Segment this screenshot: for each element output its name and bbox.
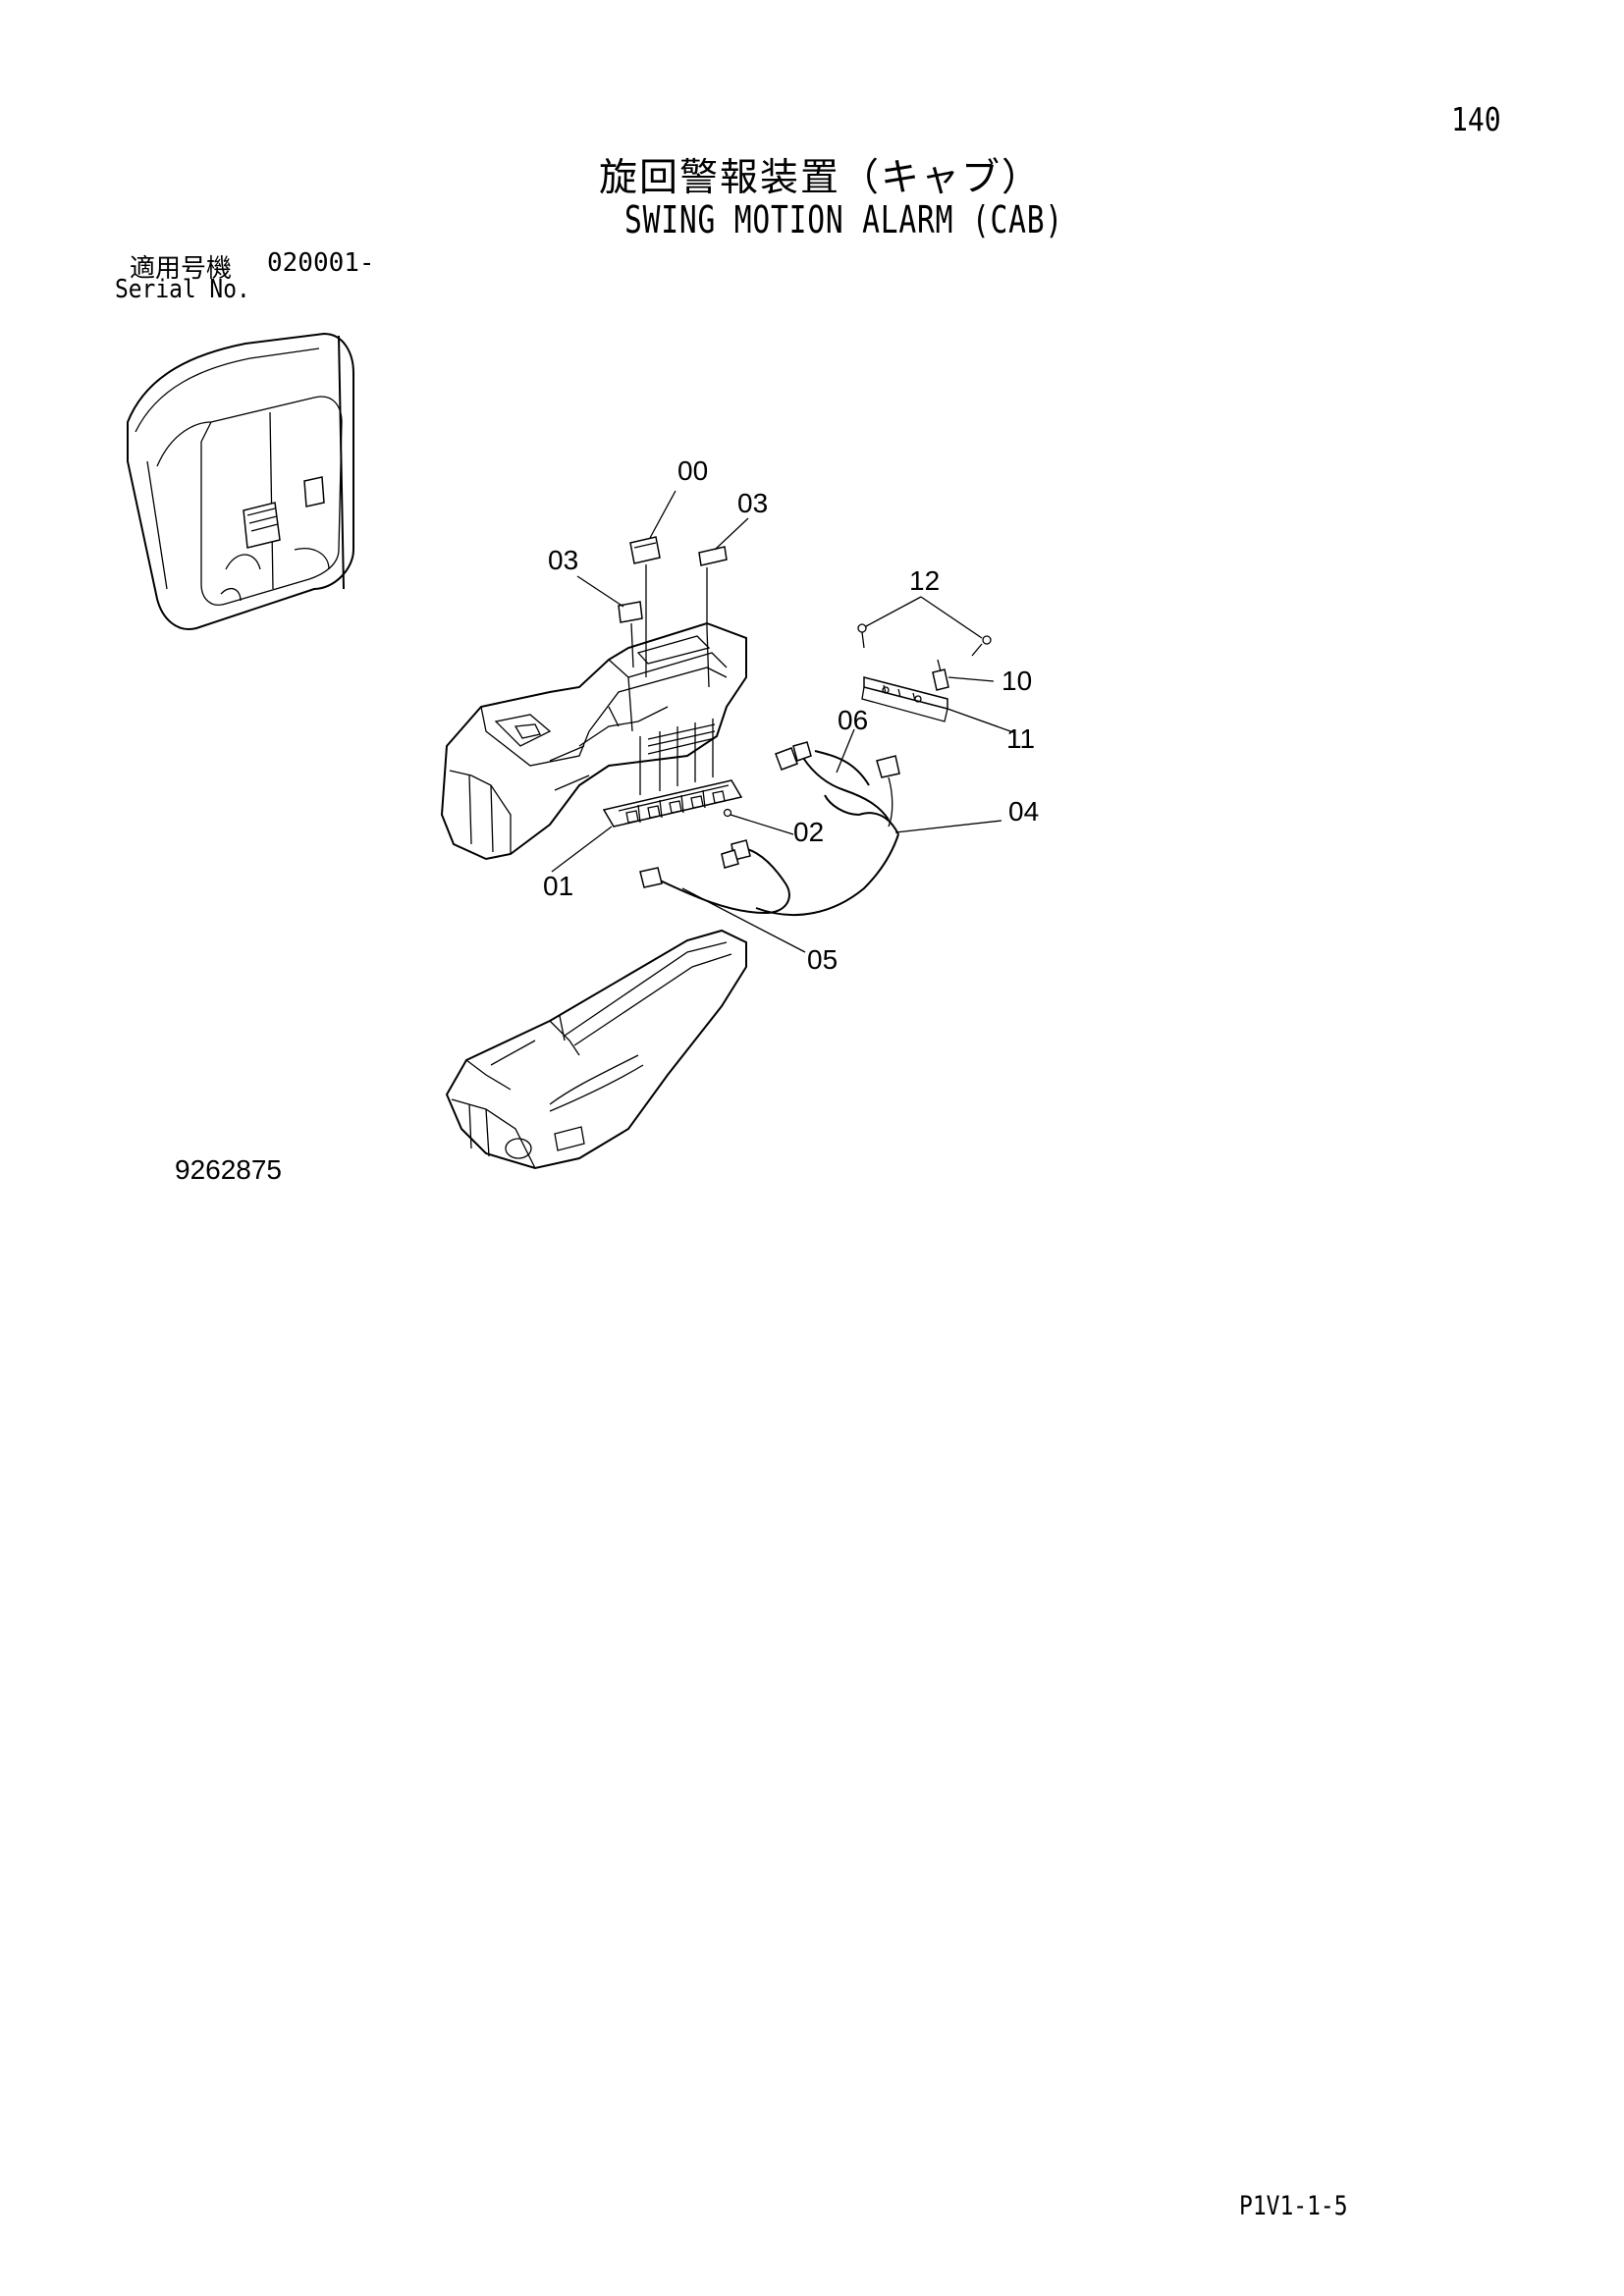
callout-10: 10: [1001, 666, 1033, 696]
cab-overview-illustration: [127, 332, 354, 630]
callout-06: 06: [838, 705, 869, 735]
page-title-en: SWING MOTION ALARM (CAB): [624, 198, 1064, 241]
callout-04: 04: [1008, 796, 1040, 827]
callout-11: 11: [1006, 723, 1036, 754]
page-code: P1V1-1-5: [1239, 2191, 1348, 2221]
callout-00: 00: [677, 455, 709, 486]
bracket-relay-assembly: [857, 623, 992, 722]
page-number: 140: [1451, 100, 1501, 138]
serial-label-en: Serial No.: [115, 275, 250, 304]
callout-05: 05: [807, 944, 839, 975]
switch-panel-01: [602, 719, 743, 828]
callout-03-left: 03: [548, 545, 579, 575]
drawing-number: 9262875: [175, 1154, 283, 1185]
callout-01: 01: [543, 871, 574, 901]
callout-12: 12: [909, 565, 941, 596]
serial-range: 020001-: [267, 248, 375, 278]
callout-02: 02: [793, 817, 825, 847]
page-title-jp: 旋回警報装置（キャブ）: [599, 156, 1043, 200]
wiring-harness: [639, 741, 900, 917]
serial-label-jp: 適用号機: [130, 254, 233, 284]
switch-00-and-labels: [618, 536, 728, 732]
console-body: [440, 621, 747, 861]
callout-03-right: 03: [737, 488, 769, 518]
console-lower-cover: [445, 929, 747, 1170]
callout-leaders: [551, 490, 1014, 953]
